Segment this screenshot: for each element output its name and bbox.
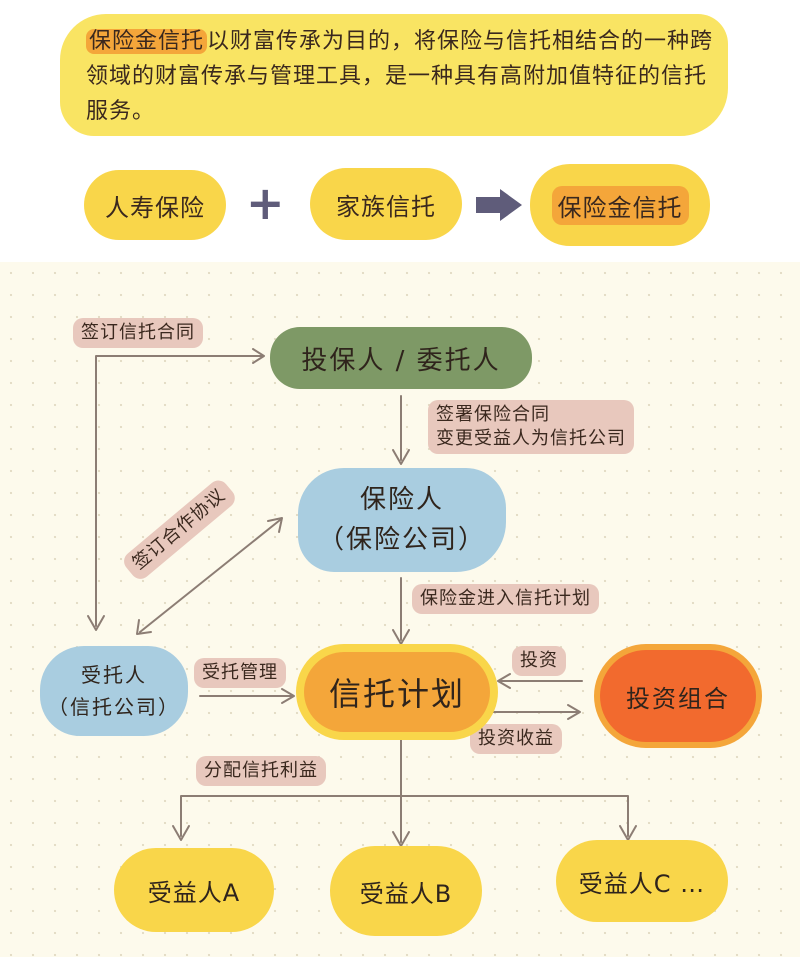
- intro-paragraph: 保险金信托以财富传承为目的，将保险与信托相结合的一种跨领域的财富传承与管理工具，…: [86, 24, 718, 129]
- node-trust-plan: 信托计划: [304, 652, 490, 732]
- family-trust-pill: 家族信托: [310, 168, 462, 240]
- label-sign-insurance-line2: 变更受益人为信托公司: [436, 428, 626, 449]
- node-beneficiary-a-label: 受益人A: [147, 878, 241, 907]
- label-entrusted-management: 受托管理: [194, 658, 286, 688]
- result-arrow-icon: [476, 189, 522, 221]
- node-portfolio-label: 投资组合: [626, 684, 730, 713]
- label-returns: 投资收益: [470, 724, 562, 754]
- insurance-trust-pill: 保险金信托: [530, 164, 710, 246]
- node-policyholder-label: 投保人 / 委托人: [301, 345, 501, 376]
- node-policyholder: 投保人 / 委托人: [270, 327, 532, 389]
- node-beneficiary-c-label: 受益人C …: [578, 869, 706, 898]
- label-sign-insurance-line1: 签署保险合同: [436, 404, 550, 425]
- intro-term: 保险金信托: [86, 29, 208, 54]
- life-insurance-pill: 人寿保险: [84, 170, 226, 240]
- node-beneficiary-b: 受益人B: [330, 846, 482, 936]
- node-portfolio: 投资组合: [600, 650, 756, 742]
- label-invest: 投资: [512, 646, 566, 676]
- label-distribute: 分配信托利益: [196, 756, 326, 786]
- plus-sign: +: [246, 176, 285, 230]
- node-beneficiary-a: 受益人A: [114, 848, 274, 932]
- node-trustee-line2: （信托公司）: [48, 695, 180, 719]
- label-sign-insurance: 签署保险合同 变更受益人为信托公司: [428, 400, 634, 454]
- label-sign-trust-contract: 签订信托合同: [73, 318, 203, 348]
- insurance-trust-label: 保险金信托: [551, 185, 689, 225]
- node-trust-plan-label: 信托计划: [328, 675, 465, 713]
- node-insurer: 保险人 （保险公司）: [298, 468, 506, 572]
- node-insurer-line1: 保险人: [359, 485, 444, 515]
- family-trust-label: 家族信托: [336, 192, 436, 221]
- life-insurance-label: 人寿保险: [105, 193, 205, 222]
- node-beneficiary-c: 受益人C …: [556, 840, 728, 922]
- node-insurer-line2: （保险公司）: [317, 525, 486, 555]
- node-trustee: 受托人 （信托公司）: [40, 646, 188, 736]
- intro-definition: 以财富传承为目的，将保险与信托相结合的一种跨领域的财富传承与管理工具，是一种具有…: [86, 29, 714, 124]
- node-trustee-line1: 受托人: [81, 663, 147, 687]
- node-beneficiary-b-label: 受益人B: [359, 879, 453, 908]
- label-claim-into-trust: 保险金进入信托计划: [412, 584, 599, 614]
